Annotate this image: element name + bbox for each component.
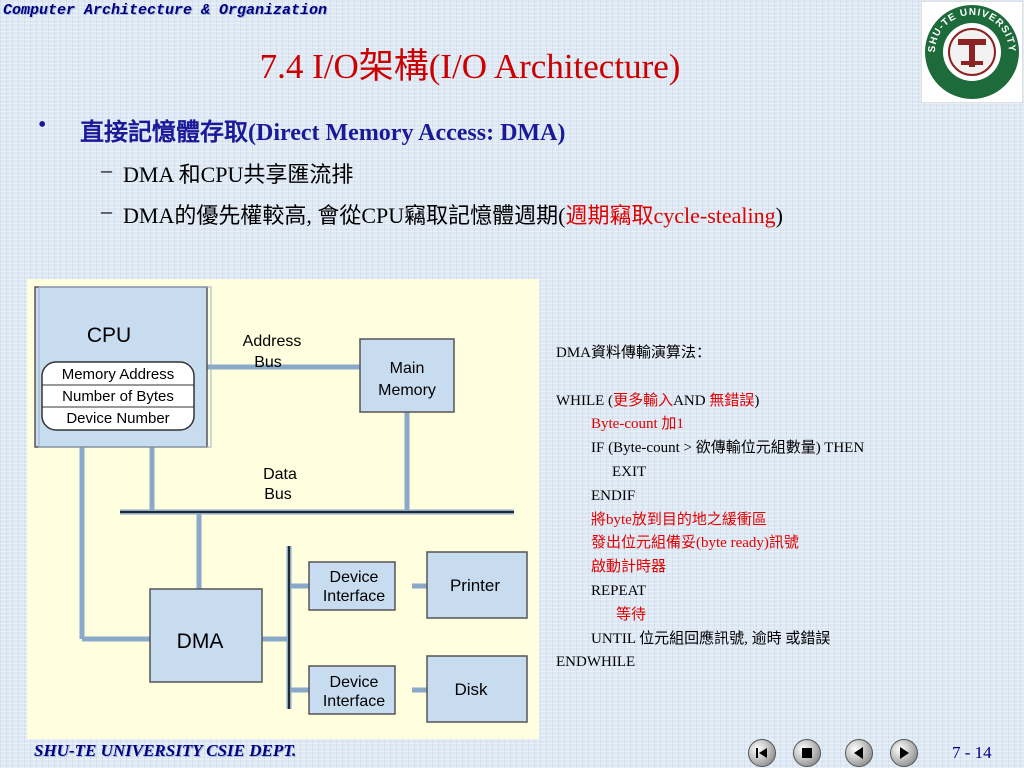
cpu-registers: [41, 361, 195, 431]
register-number-of-bytes: Number of Bytes: [62, 388, 174, 405]
dma-label: DMA: [177, 630, 224, 653]
sub-bullet-1: – DMA 和CPU共享匯流排: [101, 157, 354, 187]
register-device-number: Device Number: [66, 410, 169, 427]
dma-algorithm: DMA資料傳輸演算法： WHILE (更多輸入AND 無錯誤) Byte-cou…: [556, 342, 1016, 675]
printer-box: [426, 551, 528, 619]
disk-box: [426, 655, 528, 723]
register-memory-address: Memory Address: [62, 366, 175, 383]
data-bus-label-2: Bus: [264, 486, 292, 503]
dma-box: [149, 588, 263, 683]
disk-label: Disk: [454, 680, 488, 699]
device-interface-1-label-2: Interface: [323, 588, 385, 605]
algorithm-signal: 發出位元組備妥(byte ready)訊號: [591, 535, 799, 552]
cycle-stealing-label: 週期竊取cycle-stealing: [565, 203, 776, 228]
dash-icon: –: [101, 157, 112, 182]
algorithm-wait: 等待: [616, 606, 647, 623]
address-bus-label-2: Bus: [254, 354, 282, 371]
main-memory-label-1: Main: [390, 360, 425, 377]
device-interface-2-label-2: Interface: [323, 693, 385, 710]
device-interface-1-label-1: Device: [330, 569, 379, 586]
dma-diagram: CPU Memory Address Number of Bytes Devic…: [27, 279, 539, 739]
bullet-main-en: (Direct Memory Access: DMA): [248, 120, 566, 146]
cpu-label: CPU: [87, 324, 131, 347]
next-slide-icon[interactable]: [890, 739, 918, 767]
algorithm-until: UNTIL 位元組回應訊號, 逾時 或錯誤: [591, 630, 831, 647]
dash-icon: –: [101, 198, 112, 223]
first-slide-icon[interactable]: [748, 739, 776, 767]
address-bus-label-1: Address: [243, 333, 302, 350]
algorithm-blank: [556, 366, 1016, 390]
main-memory-label-2: Memory: [378, 382, 436, 399]
algorithm-repeat: REPEAT: [591, 582, 647, 599]
algorithm-exit: EXIT: [612, 463, 647, 480]
previous-slide-icon[interactable]: [845, 739, 873, 767]
algorithm-timer: 啟動計時器: [591, 559, 667, 576]
footer-dept: SHU-TE UNIVERSITY CSIE DEPT.: [34, 741, 297, 760]
course-title: Computer Architecture & Organization: [3, 2, 328, 19]
algorithm-put-byte: 將byte放到目的地之緩衝區: [591, 511, 767, 528]
device-interface-2-label-1: Device: [330, 674, 379, 691]
bullet-main-zh: 直接記憶體存取: [80, 120, 248, 146]
algorithm-title: DMA資料傳輸演算法：: [556, 345, 712, 361]
printer-label: Printer: [450, 576, 500, 595]
algorithm-if: IF (Byte-count > 欲傳輸位元組數量) THEN: [591, 440, 865, 457]
stop-icon[interactable]: [793, 739, 821, 767]
data-bus-label-1: Data: [263, 466, 297, 483]
device-interface-box-2: [308, 665, 396, 715]
algorithm-while: WHILE (更多輸入AND 無錯誤): [556, 392, 760, 409]
university-logo: SHU-TE UNIVERSITY: [921, 1, 1023, 103]
page-number: 7 - 14: [952, 743, 992, 762]
sub-bullet-2: – DMA的優先權較高, 會從CPU竊取記憶體週期(週期竊取cycle-stea…: [101, 198, 783, 228]
slide-title: 7.4 I/O架構(I/O Architecture): [259, 47, 681, 86]
algorithm-endif: ENDIF: [591, 487, 636, 504]
main-memory-box: [359, 338, 455, 413]
algorithm-bytecount: Byte-count 加1: [591, 416, 684, 433]
bullet-dot-icon: •: [38, 112, 47, 138]
device-interface-box-1: [308, 561, 396, 611]
bullet-main: • 直接記憶體存取(Direct Memory Access: DMA): [38, 112, 565, 147]
algorithm-endwhile: ENDWHILE: [556, 654, 636, 671]
